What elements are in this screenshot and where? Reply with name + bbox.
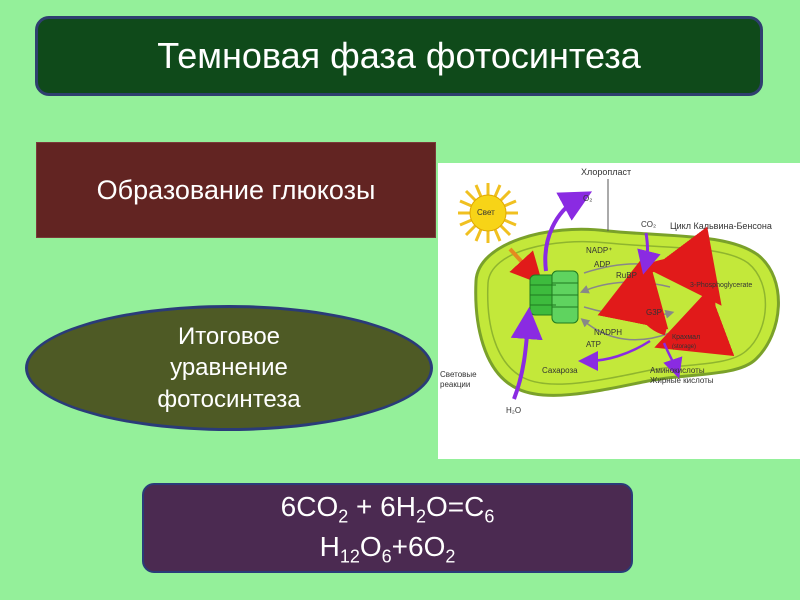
eq2-part3: +6O bbox=[391, 530, 446, 562]
phosphoglycerate-label: 3-Phosphoglycerate bbox=[690, 282, 752, 289]
photosynthesis-equation: 6CO2 + 6H2O=C6 H12O6+6O2 bbox=[142, 483, 633, 573]
equation-line-1: 6CO2 + 6H2O=C6 bbox=[144, 489, 631, 529]
eq1-sub3: 6 bbox=[484, 506, 495, 527]
thylakoid-stack-icon bbox=[529, 270, 579, 324]
storage-label: (storage) bbox=[672, 344, 696, 350]
rubp-label: RuBP bbox=[616, 271, 637, 280]
eq2-sub2: 6 bbox=[381, 546, 392, 567]
sun-label: Свет bbox=[477, 208, 495, 217]
o2-label: O₂ bbox=[583, 194, 592, 203]
summary-equation-ellipse: Итоговое уравнение фотосинтеза bbox=[25, 305, 433, 431]
ellipse-line-2: уравнение bbox=[170, 354, 288, 382]
calvin-cycle-label: Цикл Кальвина-Бенсона bbox=[670, 221, 772, 231]
amino-acids-label: Аминокислоты bbox=[650, 366, 705, 375]
fatty-acids-label: Жирные кислоты bbox=[650, 376, 714, 385]
eq1-part3: O=C bbox=[425, 491, 485, 522]
co2-label: CO₂ bbox=[641, 220, 656, 229]
sucrose-label: Сахароза bbox=[542, 366, 578, 375]
eq1-part2: + 6H bbox=[348, 491, 416, 522]
ellipse-line-1: Итоговое bbox=[177, 323, 281, 351]
slide-title: Темновая фаза фотосинтеза bbox=[35, 16, 763, 96]
eq1-sub2: 2 bbox=[415, 506, 426, 527]
chloroplast-label: Хлоропласт bbox=[581, 167, 631, 177]
glucose-formation-box: Образование глюкозы bbox=[36, 142, 436, 238]
h2o-label: H₂O bbox=[506, 406, 521, 415]
slide-title-text: Темновая фаза фотосинтеза bbox=[157, 35, 641, 76]
ellipse-line-3: фотосинтеза bbox=[157, 385, 301, 413]
eq2-sub3: 2 bbox=[445, 546, 456, 567]
equation-line-2: H12O6+6O2 bbox=[144, 529, 631, 569]
eq2-part2: O bbox=[359, 530, 382, 562]
eq2-part1: H bbox=[319, 530, 340, 562]
eq2-sub1: 12 bbox=[339, 546, 360, 567]
chloroplast-diagram: Свет NADP⁺ ADP NADPH ATP bbox=[438, 163, 800, 459]
eq1-part1: 6CO bbox=[280, 491, 339, 522]
eq1-sub1: 2 bbox=[338, 506, 349, 527]
starch-label: Крахмал bbox=[672, 334, 700, 341]
atp-label: ATP bbox=[586, 340, 601, 349]
adp-label: ADP bbox=[594, 260, 610, 269]
nadp-label: NADP⁺ bbox=[586, 246, 612, 255]
g3p-label: G3P bbox=[646, 308, 662, 317]
glucose-formation-text: Образование глюкозы bbox=[96, 174, 376, 205]
light-reactions-label-1: Световые bbox=[440, 370, 477, 379]
light-reactions-label-2: реакции bbox=[440, 380, 470, 389]
sun-icon bbox=[458, 183, 518, 243]
nadph-label: NADPH bbox=[594, 328, 622, 337]
